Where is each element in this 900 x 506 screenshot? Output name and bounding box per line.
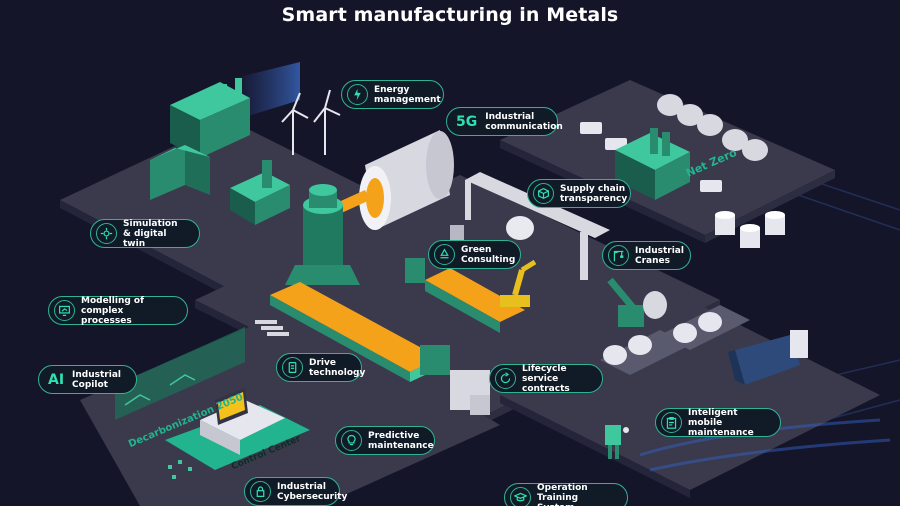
lock-icon: [250, 481, 271, 502]
lifecycle-icon: [495, 368, 516, 389]
drive-icon: [282, 357, 303, 378]
page-title: Smart manufacturing in Metals: [281, 4, 619, 26]
graduation-cap-icon: [510, 487, 531, 506]
factory-chimney: [230, 160, 290, 225]
digital-twin-icon: [96, 223, 117, 244]
lightbulb-icon: [341, 430, 362, 451]
cube-icon: [533, 183, 554, 204]
green-consulting-pill[interactable]: Green Consulting: [428, 240, 521, 269]
steel-coils-top: [657, 94, 768, 161]
supply-chain-pill[interactable]: Supply chain transparency: [527, 179, 631, 208]
energy-management-pill[interactable]: Energy management: [341, 80, 444, 109]
monitor-model-icon: [54, 300, 75, 321]
industrial-communication-pill[interactable]: 5G Industrial communication: [446, 107, 563, 136]
industrial-copilot-pill[interactable]: AI Industrial Copilot: [38, 365, 137, 394]
wind-turbine: [281, 89, 341, 155]
industrial-cranes-pill[interactable]: Industrial Cranes: [602, 241, 691, 270]
truck-heavy: [728, 330, 808, 385]
glow-effect: [235, 62, 300, 120]
industrial-cybersecurity-pill[interactable]: Industrial Cybersecurity: [244, 477, 347, 506]
converter-tower: [285, 184, 360, 285]
drive-technology-pill[interactable]: Drive technology: [276, 353, 365, 382]
stairs: [255, 320, 289, 336]
intelligent-mobile-maintenance-pill[interactable]: Inteligent mobile maintenance: [655, 408, 781, 438]
factory-building-main: [170, 78, 250, 158]
simulation-digital-twin-pill[interactable]: Simulation & digital twin: [90, 219, 200, 249]
mobile-crane: [607, 277, 667, 327]
energy-icon: [347, 84, 368, 105]
decorative-dots: [168, 460, 192, 479]
lifecycle-service-contracts-pill[interactable]: Lifecycle service contracts: [489, 364, 603, 394]
net-zero-building: [615, 128, 690, 200]
clipboard-icon: [661, 412, 682, 433]
rolling-stand: [420, 345, 490, 415]
predictive-maintenance-pill[interactable]: Predictive maintenance: [335, 426, 435, 455]
factory-building-small: [150, 145, 210, 200]
decarbonization-screens: [115, 327, 245, 420]
steel-coils-bottom: [600, 305, 750, 375]
conveyor-belt-upper: [405, 258, 525, 333]
crane-icon: [608, 245, 629, 266]
furnace-drum: [359, 130, 454, 230]
recycle-icon: [434, 244, 455, 265]
storage-tanks: [715, 211, 785, 248]
control-center-pad: [165, 388, 310, 470]
maintenance-robot: [605, 425, 629, 459]
modelling-complex-processes-pill[interactable]: Modelling of complex processes: [48, 296, 188, 326]
ai-icon: AI: [48, 371, 65, 388]
operation-training-system-pill[interactable]: Operation Training System: [504, 483, 628, 506]
robot-arm: [500, 259, 537, 307]
5g-icon: 5G: [456, 113, 478, 130]
